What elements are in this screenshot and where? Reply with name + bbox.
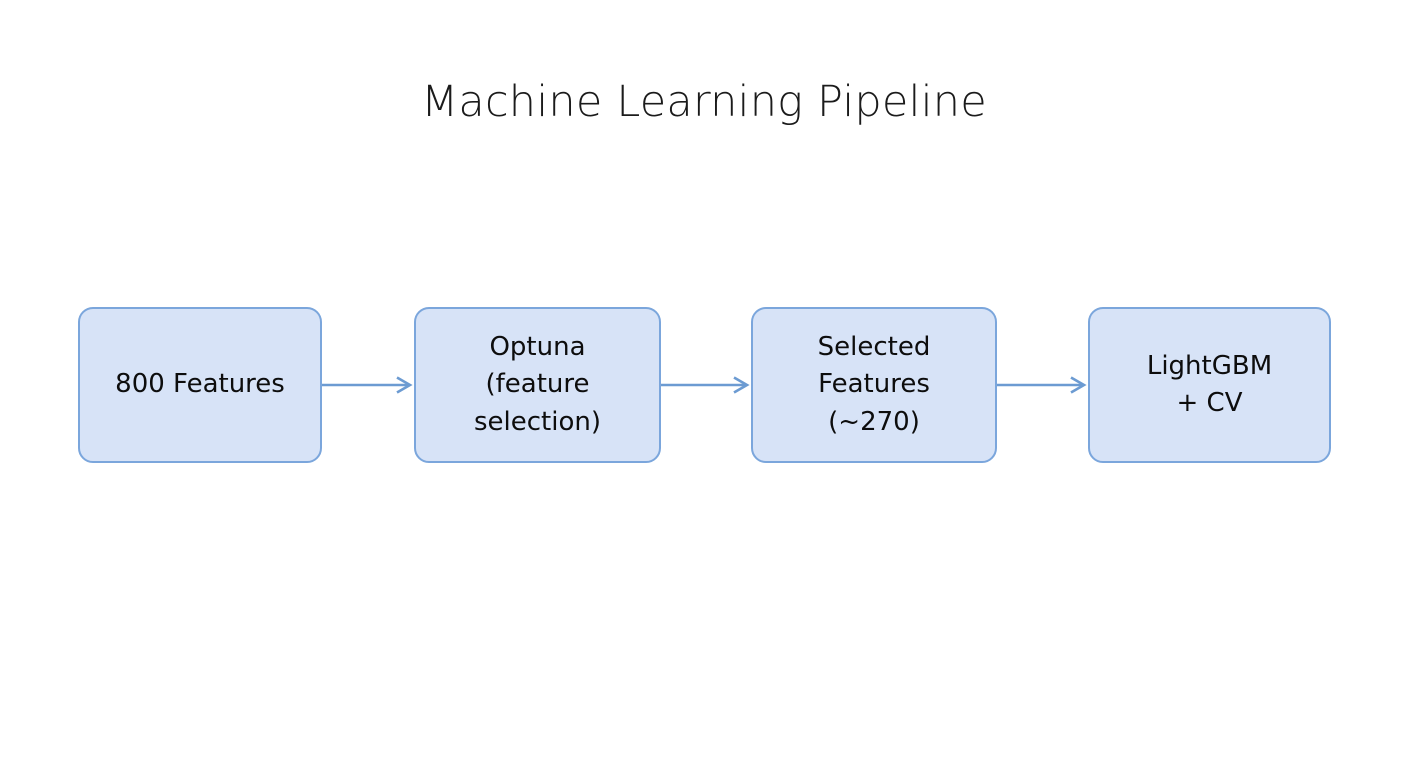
page-title: Machine Learning Pipeline <box>421 77 987 127</box>
flow-node-label: Selected Features (~270) <box>817 331 931 437</box>
flow-node-selected-features[interactable]: Selected Features (~270) <box>751 307 997 463</box>
flow-node-optuna-selection[interactable]: Optuna (feature selection) <box>414 307 661 463</box>
flow-arrow-optuna-to-selected <box>661 371 751 399</box>
flow-arrow-selected-to-lightgbm <box>997 371 1088 399</box>
flow-node-features-input[interactable]: 800 Features <box>78 307 322 463</box>
flow-node-lightgbm-cv[interactable]: LightGBM + CV <box>1088 307 1331 463</box>
flow-node-label: LightGBM + CV <box>1146 350 1273 419</box>
flow-node-label: 800 Features <box>115 369 285 400</box>
flow-node-label: Optuna (feature selection) <box>473 331 601 437</box>
flow-arrow-features-to-optuna <box>322 371 414 399</box>
